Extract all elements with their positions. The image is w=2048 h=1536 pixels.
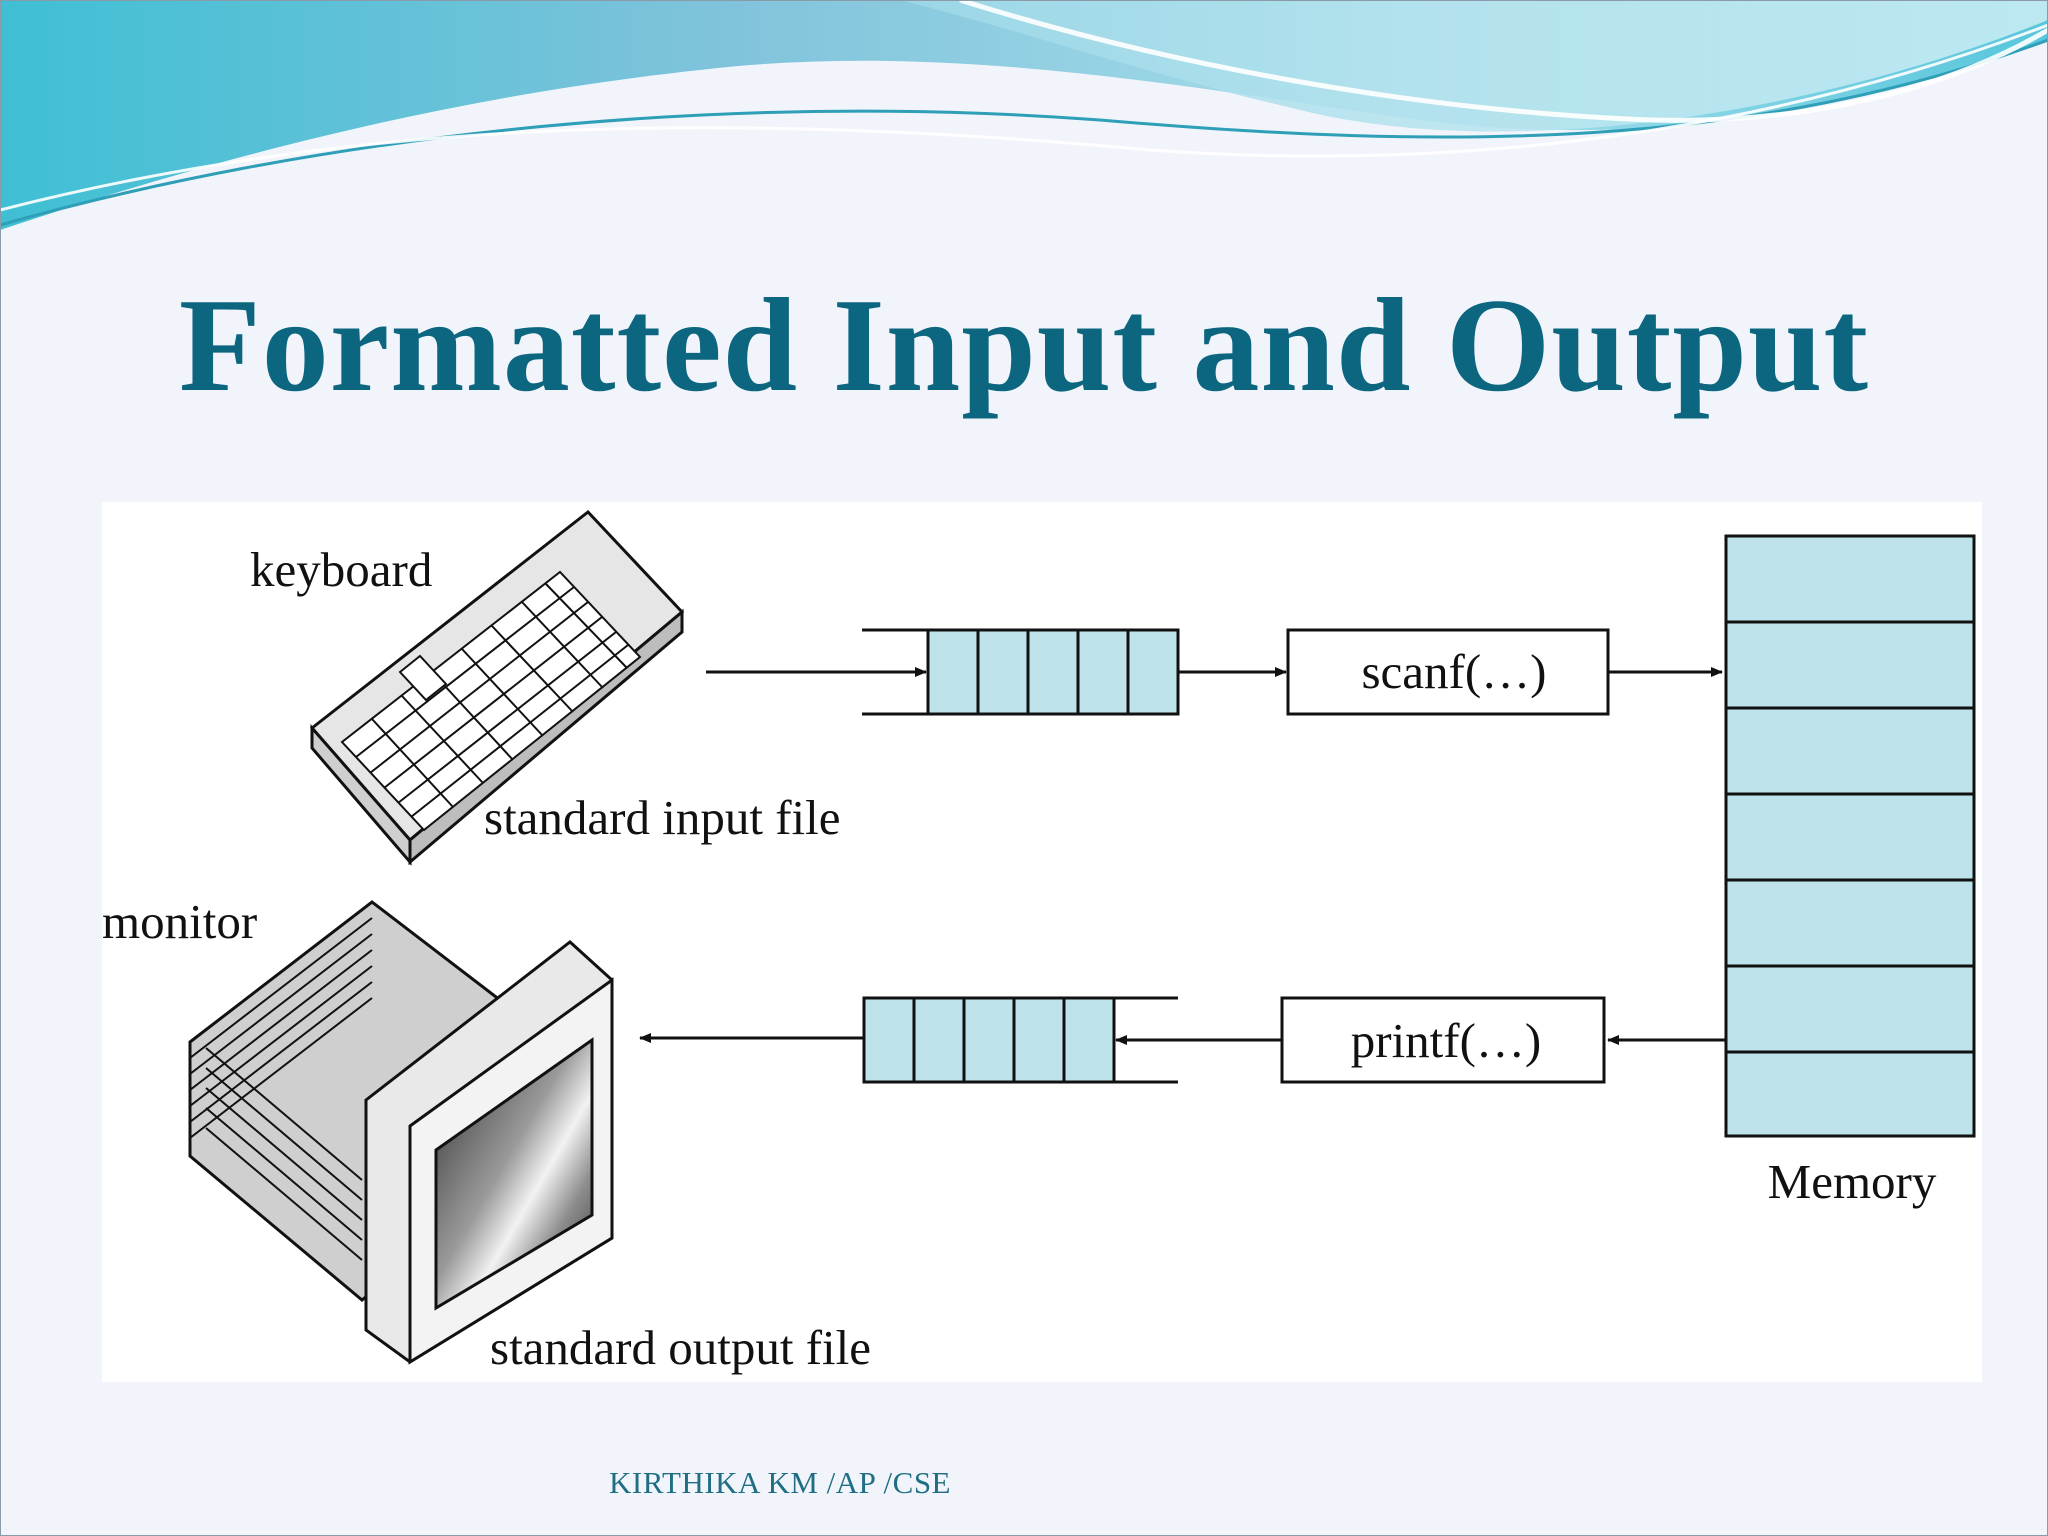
slide-title: Formatted Input and Output — [178, 271, 1870, 419]
keyboard-label: keyboard — [250, 542, 432, 597]
scanf-label: scanf(…) — [1361, 644, 1546, 699]
scanf-box — [1286, 628, 1610, 716]
slide-footer: KIRTHIKA KM /AP /CSE — [609, 1465, 951, 1500]
memory-label: Memory — [1768, 1154, 1937, 1209]
monitor-icon — [188, 900, 614, 1365]
monitor-label: monitor — [102, 894, 257, 949]
printf-label: printf(…) — [1351, 1013, 1542, 1068]
input-file-label: standard input file — [484, 790, 841, 845]
memory-block — [1724, 534, 1976, 1138]
keyboard-icon — [309, 509, 685, 867]
header-wave — [0, 0, 2048, 230]
output-file-label: standard output file — [490, 1320, 871, 1375]
output-buffer — [862, 996, 1178, 1084]
printf-box — [1280, 996, 1606, 1084]
